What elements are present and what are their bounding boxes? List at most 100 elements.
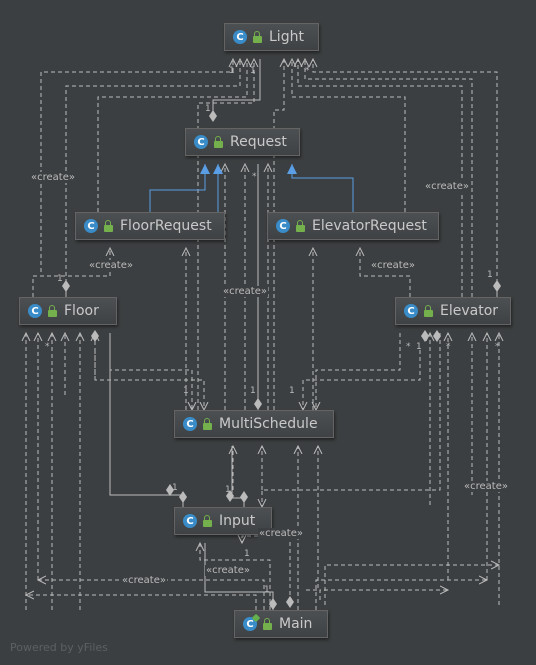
multiplicity-label: * xyxy=(495,342,500,352)
aggregation-diamond xyxy=(421,330,429,342)
multiplicity-label: 1 xyxy=(172,483,178,493)
class-name: Main xyxy=(279,616,313,632)
dependency-edge xyxy=(38,580,265,610)
dependency-edge xyxy=(303,350,421,410)
multiplicity-label: 1 xyxy=(416,342,422,352)
multiplicity-label: 1 xyxy=(244,549,250,559)
association-edge xyxy=(109,333,184,507)
multiplicity-label: * xyxy=(45,342,50,352)
class-name: Input xyxy=(219,513,256,529)
class-name: Elevator xyxy=(440,303,499,319)
edge-label-create: «create» xyxy=(463,481,509,492)
class-icon: C xyxy=(84,219,98,233)
class-name: Floor xyxy=(64,303,99,319)
class-input[interactable]: C Input xyxy=(174,507,272,535)
aggregation-diamond xyxy=(226,490,234,502)
association-edge xyxy=(204,543,274,610)
class-name: ElevatorRequest xyxy=(312,218,427,234)
edge-label-create: «create» xyxy=(121,575,167,586)
dependency-edge xyxy=(200,543,271,610)
class-icon: C xyxy=(194,135,208,149)
class-floor[interactable]: C Floor xyxy=(19,297,117,325)
class-icon: C xyxy=(404,304,418,318)
edge-label-create: «create» xyxy=(424,181,470,192)
dependency-edge xyxy=(32,248,110,297)
multiplicity-label: 1 xyxy=(57,274,63,284)
class-name: Request xyxy=(230,134,287,150)
dependency-edge xyxy=(242,536,291,595)
public-lock-icon xyxy=(47,305,59,317)
edge-label-create: «create» xyxy=(30,172,76,183)
class-icon: C xyxy=(233,30,247,44)
class-icon: C xyxy=(28,304,42,318)
aggregation-diamond xyxy=(433,330,441,342)
public-lock-icon xyxy=(202,515,214,527)
dependency-edge xyxy=(305,59,473,297)
class-main[interactable]: C Main xyxy=(234,610,328,638)
edge-label-create: «create» xyxy=(370,260,416,271)
multiplicity-label: * xyxy=(406,342,411,352)
dependency-edge xyxy=(360,248,411,297)
association-edge xyxy=(212,59,261,116)
public-lock-icon xyxy=(262,618,274,630)
dependency-edge xyxy=(313,59,498,283)
dependency-edge xyxy=(26,595,257,610)
dependency-edge xyxy=(315,580,487,610)
inheritance-edge xyxy=(149,164,210,212)
edge-label-create: «create» xyxy=(88,260,134,271)
edge-label-create: «create» xyxy=(222,286,268,297)
public-lock-icon xyxy=(213,136,225,148)
yfiles-watermark: Powered by yFiles xyxy=(10,641,108,654)
class-multi-schedule[interactable]: C MultiSchedule xyxy=(174,410,334,438)
aggregation-diamond xyxy=(166,484,174,496)
dependency-edge xyxy=(94,350,204,410)
dependency-edge xyxy=(316,333,401,410)
dependency-edge xyxy=(262,333,441,507)
class-floor-request[interactable]: C FloorRequest xyxy=(75,212,225,240)
multiplicity-label: * xyxy=(305,66,310,76)
multiplicity-label: 1 xyxy=(250,66,256,76)
dependency-edge xyxy=(40,59,233,272)
class-name: MultiSchedule xyxy=(219,416,318,432)
aggregation-diamond xyxy=(91,330,99,342)
class-name: Light xyxy=(269,29,304,45)
multiplicity-label: 1 xyxy=(289,386,295,396)
class-icon: C xyxy=(276,219,290,233)
multiplicity-label: 1 xyxy=(183,386,189,396)
aggregation-diamond xyxy=(269,598,277,610)
dependency-edge xyxy=(65,59,240,283)
public-lock-icon xyxy=(103,220,115,232)
aggregation-diamond xyxy=(240,491,248,503)
class-icon: C xyxy=(183,417,197,431)
public-lock-icon xyxy=(252,31,264,43)
class-elevator-request[interactable]: C ElevatorRequest xyxy=(267,212,439,240)
edge-label-create: «create» xyxy=(258,528,304,539)
aggregation-diamond xyxy=(62,280,70,292)
dependency-edge xyxy=(273,59,284,410)
multiplicity-label: 1 xyxy=(205,104,211,114)
dependency-edge xyxy=(292,59,406,212)
class-elevator[interactable]: C Elevator xyxy=(395,297,511,325)
multiplicity-label: * xyxy=(446,342,451,352)
dependency-edge xyxy=(197,59,254,410)
aggregation-diamond xyxy=(493,280,501,292)
aggregation-diamond xyxy=(179,491,187,503)
class-name: FloorRequest xyxy=(120,218,212,234)
aggregation-diamond xyxy=(286,596,294,608)
multiplicity-label: 1 xyxy=(225,485,231,495)
public-lock-icon xyxy=(423,305,435,317)
public-lock-icon xyxy=(202,418,214,430)
multiplicity-label: 1 xyxy=(264,585,270,595)
inheritance-edge xyxy=(287,164,354,212)
multiplicity-label: 1 xyxy=(250,386,256,396)
aggregation-diamond xyxy=(209,110,217,122)
dependency-edge xyxy=(97,59,247,212)
main-class-icon: C xyxy=(243,617,257,631)
class-request[interactable]: C Request xyxy=(185,128,300,156)
multiplicity-label: 1 xyxy=(487,270,493,280)
dependency-edge xyxy=(319,590,448,600)
multiplicity-label: 1 xyxy=(229,66,235,76)
class-light[interactable]: C Light xyxy=(224,23,319,51)
dependency-edge xyxy=(324,565,499,605)
